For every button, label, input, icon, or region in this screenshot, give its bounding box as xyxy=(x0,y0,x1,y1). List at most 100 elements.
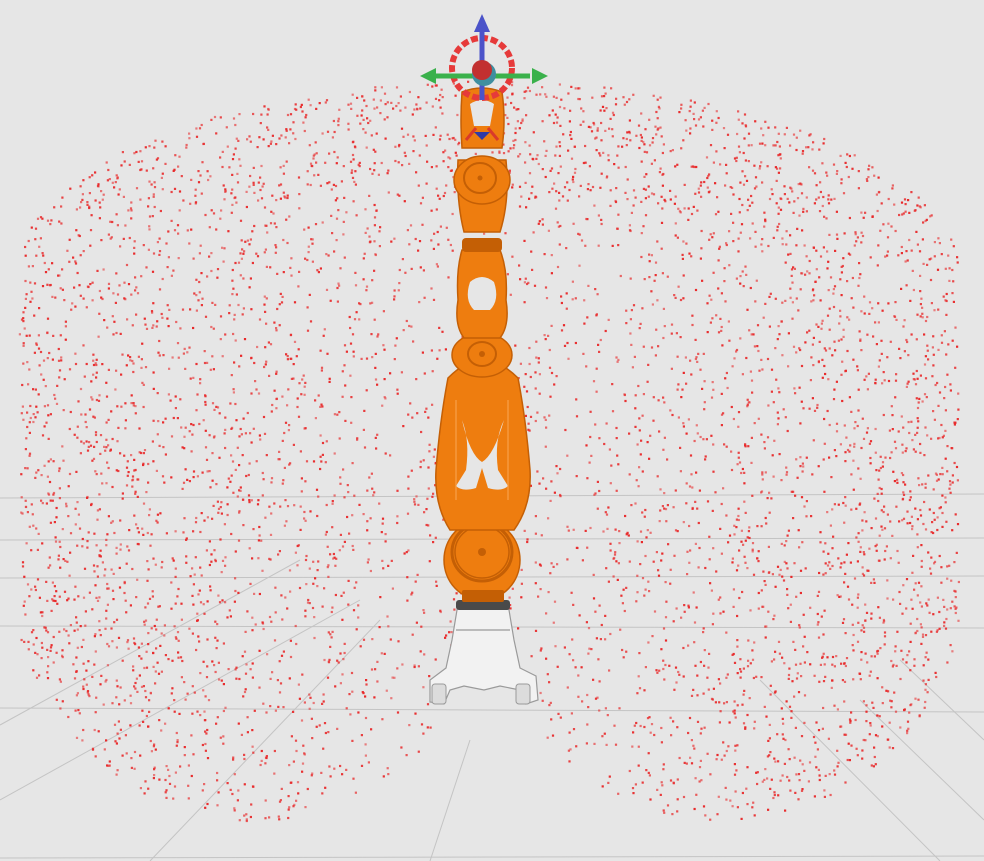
workspace-point xyxy=(230,211,233,214)
workspace-point xyxy=(544,93,547,96)
workspace-point xyxy=(938,436,941,440)
workspace-point xyxy=(873,581,876,584)
workspace-point xyxy=(566,454,569,457)
workspace-point xyxy=(772,236,775,239)
workspace-point xyxy=(252,183,255,186)
workspace-point xyxy=(935,473,938,476)
workspace-point xyxy=(182,481,186,484)
workspace-point xyxy=(581,559,584,562)
workspace-point xyxy=(195,516,198,520)
workspace-point xyxy=(648,260,651,263)
workspace-point xyxy=(656,98,659,101)
workspace-point xyxy=(816,612,819,616)
workspace-point xyxy=(800,496,804,499)
workspace-point xyxy=(224,189,227,192)
workspace-point xyxy=(569,109,572,112)
workspace-point xyxy=(861,572,864,575)
workspace-point xyxy=(304,609,307,612)
workspace-point xyxy=(799,759,802,762)
workspace-point xyxy=(832,288,835,291)
workspace-point xyxy=(751,649,754,652)
workspace-point xyxy=(786,588,789,591)
workspace-point xyxy=(416,107,419,110)
workspace-point xyxy=(781,717,784,720)
workspace-point xyxy=(381,718,384,721)
workspace-point xyxy=(901,451,904,454)
workspace-point xyxy=(353,494,356,497)
workspace-point xyxy=(242,524,245,527)
workspace-point xyxy=(694,288,698,292)
workspace-point xyxy=(518,185,522,188)
workspace-point xyxy=(803,661,806,664)
workspace-point xyxy=(341,673,344,676)
workspace-point xyxy=(525,206,528,209)
workspace-point xyxy=(790,274,793,277)
workspace-point xyxy=(651,635,654,638)
workspace-point xyxy=(683,183,686,186)
workspace-point xyxy=(125,611,128,614)
workspace-point xyxy=(656,240,659,243)
workspace-point xyxy=(817,325,820,328)
workspace-point xyxy=(542,477,545,480)
workspace-point xyxy=(132,637,136,640)
workspace-point xyxy=(524,414,527,417)
workspace-point xyxy=(431,403,434,406)
workspace-point xyxy=(292,121,295,124)
workspace-point xyxy=(890,225,893,228)
workspace-point xyxy=(720,292,723,295)
workspace-point xyxy=(694,192,697,195)
workspace-point xyxy=(919,206,922,209)
workspace-point xyxy=(282,164,285,167)
workspace-point xyxy=(397,145,401,148)
workspace-point xyxy=(514,344,517,347)
workspace-point xyxy=(147,205,150,208)
workspace-point xyxy=(911,525,914,528)
workspace-point xyxy=(875,469,878,472)
workspace-point xyxy=(886,738,889,741)
workspace-point xyxy=(826,267,829,270)
workspace-point xyxy=(641,307,644,310)
workspace-point xyxy=(882,371,885,374)
workspace-point xyxy=(626,198,629,201)
workspace-point xyxy=(744,726,747,729)
workspace-point xyxy=(124,402,127,405)
workspace-point xyxy=(341,618,344,621)
workspace-point xyxy=(747,132,751,135)
workspace-point xyxy=(646,529,649,532)
workspace-point xyxy=(801,150,805,153)
workspace-point xyxy=(634,783,637,786)
workspace-point xyxy=(168,782,172,785)
workspace-point xyxy=(861,529,864,532)
workspace-point xyxy=(258,318,262,321)
workspace-point xyxy=(909,490,912,493)
workspace-point xyxy=(906,654,909,657)
workspace-point xyxy=(762,316,765,319)
workspace-point xyxy=(923,363,927,366)
workspace-point xyxy=(176,224,180,227)
workspace-point xyxy=(662,627,666,630)
workspace-point xyxy=(323,587,326,590)
workspace-point xyxy=(196,710,199,713)
workspace-point xyxy=(932,488,935,491)
workspace-point xyxy=(715,150,718,153)
workspace-point xyxy=(52,493,55,496)
workspace-point xyxy=(801,541,804,544)
workspace-point xyxy=(950,579,953,582)
workspace-point xyxy=(646,380,649,383)
workspace-point xyxy=(101,363,104,366)
workspace-point xyxy=(327,631,330,634)
workspace-point xyxy=(137,478,140,481)
workspace-point xyxy=(213,408,216,411)
workspace-point xyxy=(340,180,343,183)
workspace-point xyxy=(694,777,697,780)
workspace-point xyxy=(882,223,885,226)
workspace-point xyxy=(186,229,189,232)
workspace-point xyxy=(334,184,338,188)
workspace-point xyxy=(902,212,905,215)
workspace-point xyxy=(263,251,266,254)
workspace-point xyxy=(285,353,288,356)
workspace-point xyxy=(47,268,50,271)
workspace-point xyxy=(129,604,132,607)
